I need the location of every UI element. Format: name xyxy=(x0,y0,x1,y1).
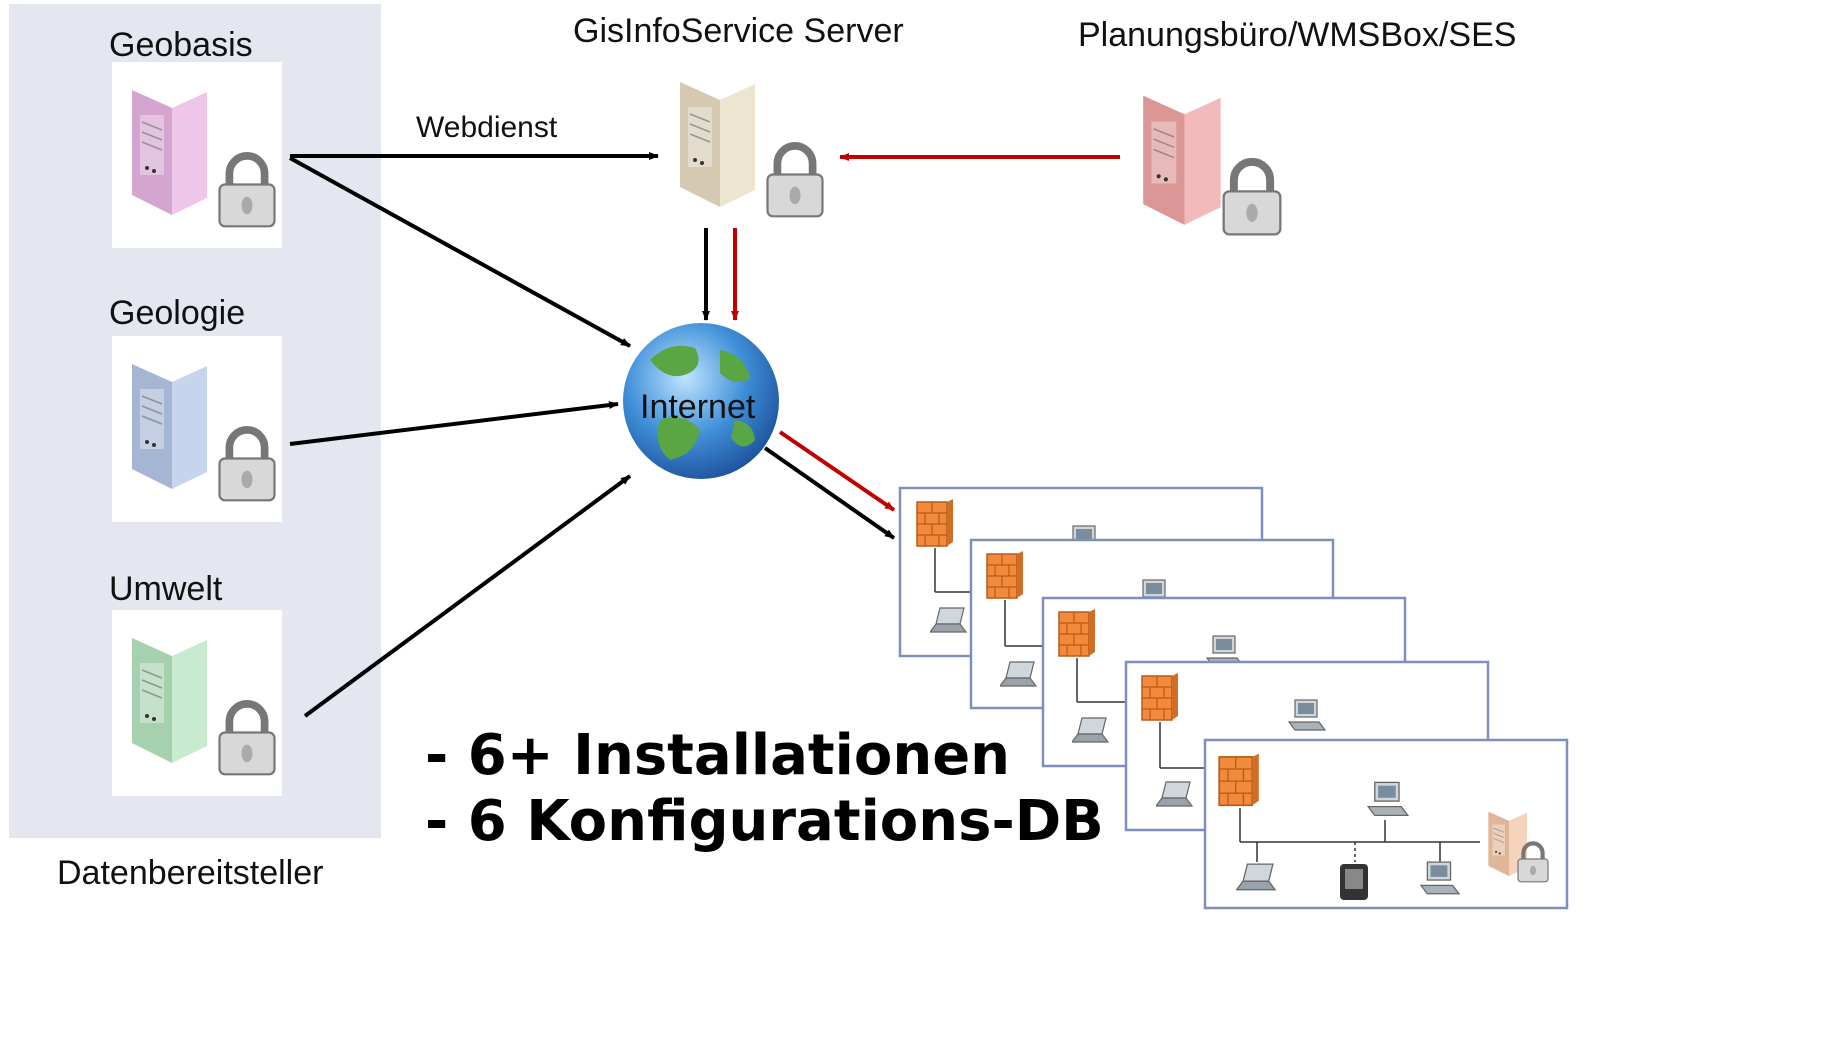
provider-group-label: Datenbereitsteller xyxy=(57,854,323,892)
internet-globe xyxy=(623,323,779,479)
lock-icon xyxy=(1224,162,1281,235)
summary-line-1: - 6+ Installationen xyxy=(425,723,1010,788)
arrow-geobasis-to-internet xyxy=(289,156,631,348)
remote-server-label: Planungsbüro/WMSBox/SES xyxy=(1078,16,1516,54)
remote-server xyxy=(1142,79,1281,235)
provider-label-geobasis: Geobasis xyxy=(109,26,253,64)
internet-label: Internet xyxy=(640,388,756,426)
provider-geobasis xyxy=(112,62,282,248)
arrow-internet-to-sites-black xyxy=(763,446,896,540)
provider-umwelt xyxy=(112,610,282,796)
webdienst-edge-label: Webdienst xyxy=(416,111,558,144)
lock-icon xyxy=(768,146,823,216)
firewall-icon xyxy=(1218,752,1260,807)
server-icon xyxy=(131,622,208,764)
server-icon xyxy=(131,348,208,490)
provider-label-geologie: Geologie xyxy=(109,294,245,332)
arrow-geologie-to-internet xyxy=(289,401,619,446)
server-icon xyxy=(679,66,756,208)
central-server-label: GisInfoService Server xyxy=(573,12,904,50)
connection-arrows xyxy=(289,152,1120,718)
installation-card-5 xyxy=(1203,738,1569,910)
server-icon xyxy=(131,74,208,216)
arrow-internet-to-sites-red xyxy=(778,430,896,512)
central-server xyxy=(679,66,823,216)
provider-label-umwelt: Umwelt xyxy=(109,570,223,608)
server-icon xyxy=(1142,79,1222,226)
provider-geologie xyxy=(112,336,282,522)
summary-line-2: - 6 Konfigurations-DB xyxy=(425,789,1104,854)
arrow-umwelt-to-internet xyxy=(303,474,632,718)
